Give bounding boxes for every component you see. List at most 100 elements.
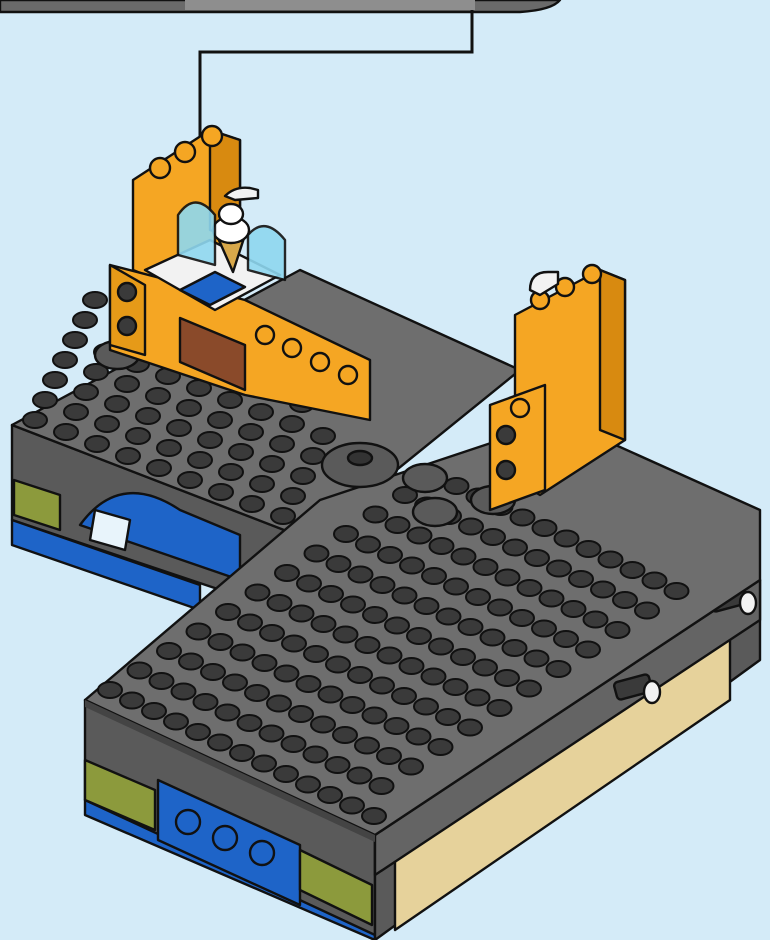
stud [157,643,181,659]
stud [363,607,387,623]
stud [415,598,439,614]
stud [511,510,535,526]
stud [319,586,343,602]
stud [481,529,505,545]
stud [85,436,109,452]
stud [209,484,233,500]
stud [348,768,372,784]
stud [459,619,483,635]
trans-dome [248,226,285,280]
stud [599,552,623,568]
stud [356,637,380,653]
stud [250,476,274,492]
stud [554,631,578,647]
technic-hole [213,826,237,850]
stud [444,579,468,595]
stud [304,646,328,662]
stud [270,436,294,452]
stud [364,507,388,523]
stud [282,736,306,752]
stud [525,550,549,566]
stud [363,708,387,724]
stud [355,738,379,754]
stud [238,715,262,731]
stud [517,681,541,697]
stud [187,624,211,640]
stud [311,428,335,444]
stud [296,777,320,793]
stud [326,757,350,773]
stud [340,798,364,814]
stud [290,606,314,622]
stud [297,576,321,592]
stud [362,808,386,824]
stud [238,615,262,631]
stud [147,460,171,476]
stud [231,645,255,661]
stud [458,720,482,736]
stud [378,547,402,563]
stud [422,568,446,584]
stud [444,679,468,695]
stud [271,508,295,524]
stud [606,622,630,638]
stud [333,727,357,743]
stud [260,625,284,641]
stud [223,675,247,691]
stud [503,540,527,556]
stud [201,664,225,680]
stud [260,726,284,742]
stud [445,478,469,494]
stud [218,392,242,408]
stud [312,616,336,632]
stud [422,669,446,685]
stud [54,424,78,440]
stud [33,392,57,408]
stud [385,618,409,634]
stud [400,658,424,674]
stud [179,654,203,670]
stud [562,601,586,617]
stud [53,352,77,368]
stud [311,717,335,733]
stud [503,640,527,656]
stud [371,577,395,593]
stud [407,729,431,745]
callout-panel [0,0,560,12]
stud [495,670,519,686]
stud [275,565,299,581]
stud [280,416,304,432]
stud [341,597,365,613]
stud [240,496,264,512]
stud [326,657,350,673]
stud [466,690,490,706]
stud [239,424,263,440]
stud [393,588,417,604]
stud [399,759,423,775]
stud [136,408,160,424]
stud [164,714,188,730]
stud [540,591,564,607]
stud [281,488,305,504]
stud [348,667,372,683]
stud [305,546,329,562]
stud [613,592,637,608]
stud [532,621,556,637]
stud [341,697,365,713]
stud [83,292,107,308]
stud [23,412,47,428]
stud [510,610,534,626]
stud [43,372,67,388]
stud [186,724,210,740]
stud [126,428,150,444]
stud [216,604,240,620]
stud [177,400,201,416]
stud [569,571,593,587]
stud [304,747,328,763]
stud [150,673,174,689]
stud [408,528,432,544]
stud [115,376,139,392]
stud [327,556,351,572]
stud [208,735,232,751]
stud [576,642,600,658]
